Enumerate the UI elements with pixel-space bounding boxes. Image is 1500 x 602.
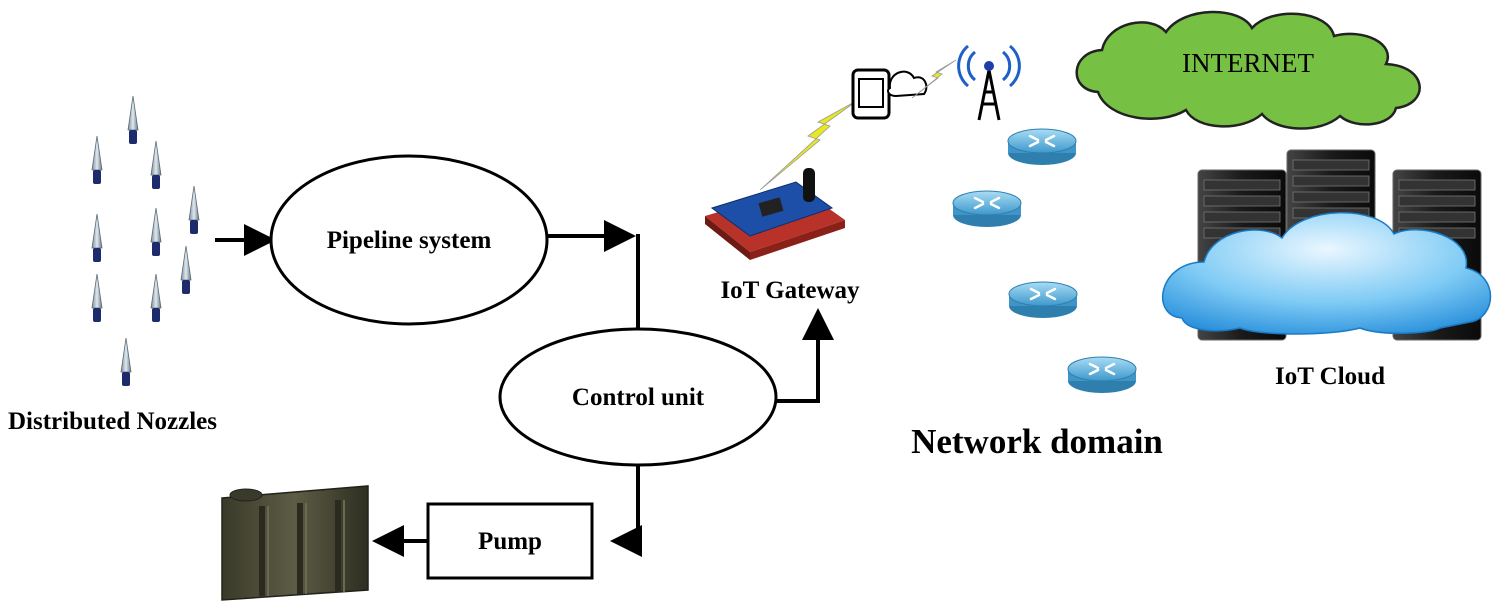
pipeline-system-label: Pipeline system [327, 227, 492, 254]
nozzle-icon [91, 95, 200, 387]
router-icon [1066, 355, 1138, 395]
control-to-pump-arrow [610, 465, 642, 557]
router-icon [1006, 127, 1078, 167]
wireless-link-icon [911, 59, 957, 99]
circuit-board-icon [705, 168, 845, 260]
cloud-icon [887, 70, 928, 98]
cloud-icon [1075, 10, 1421, 130]
iot-cloud-label: IoT Cloud [1275, 363, 1385, 390]
smartphone-icon [851, 68, 891, 120]
water-tank-icon [221, 485, 369, 601]
cloud-icon [1161, 211, 1492, 335]
network-domain-label: Network domain [911, 422, 1163, 461]
router-icon [1007, 280, 1079, 320]
internet-label: INTERNET [1182, 48, 1314, 78]
pipeline-system-node [269, 154, 549, 326]
iot-gateway-label: IoT Gateway [720, 277, 860, 304]
pump-label: Pump [478, 528, 542, 555]
antenna-tower-icon [957, 44, 1021, 121]
control-unit-label: Control unit [572, 384, 705, 411]
distributed-nozzles-label: Distributed Nozzles [8, 408, 217, 435]
router-icon [951, 189, 1023, 229]
pump-node [426, 502, 594, 580]
control-to-gateway-arrow [776, 308, 834, 403]
